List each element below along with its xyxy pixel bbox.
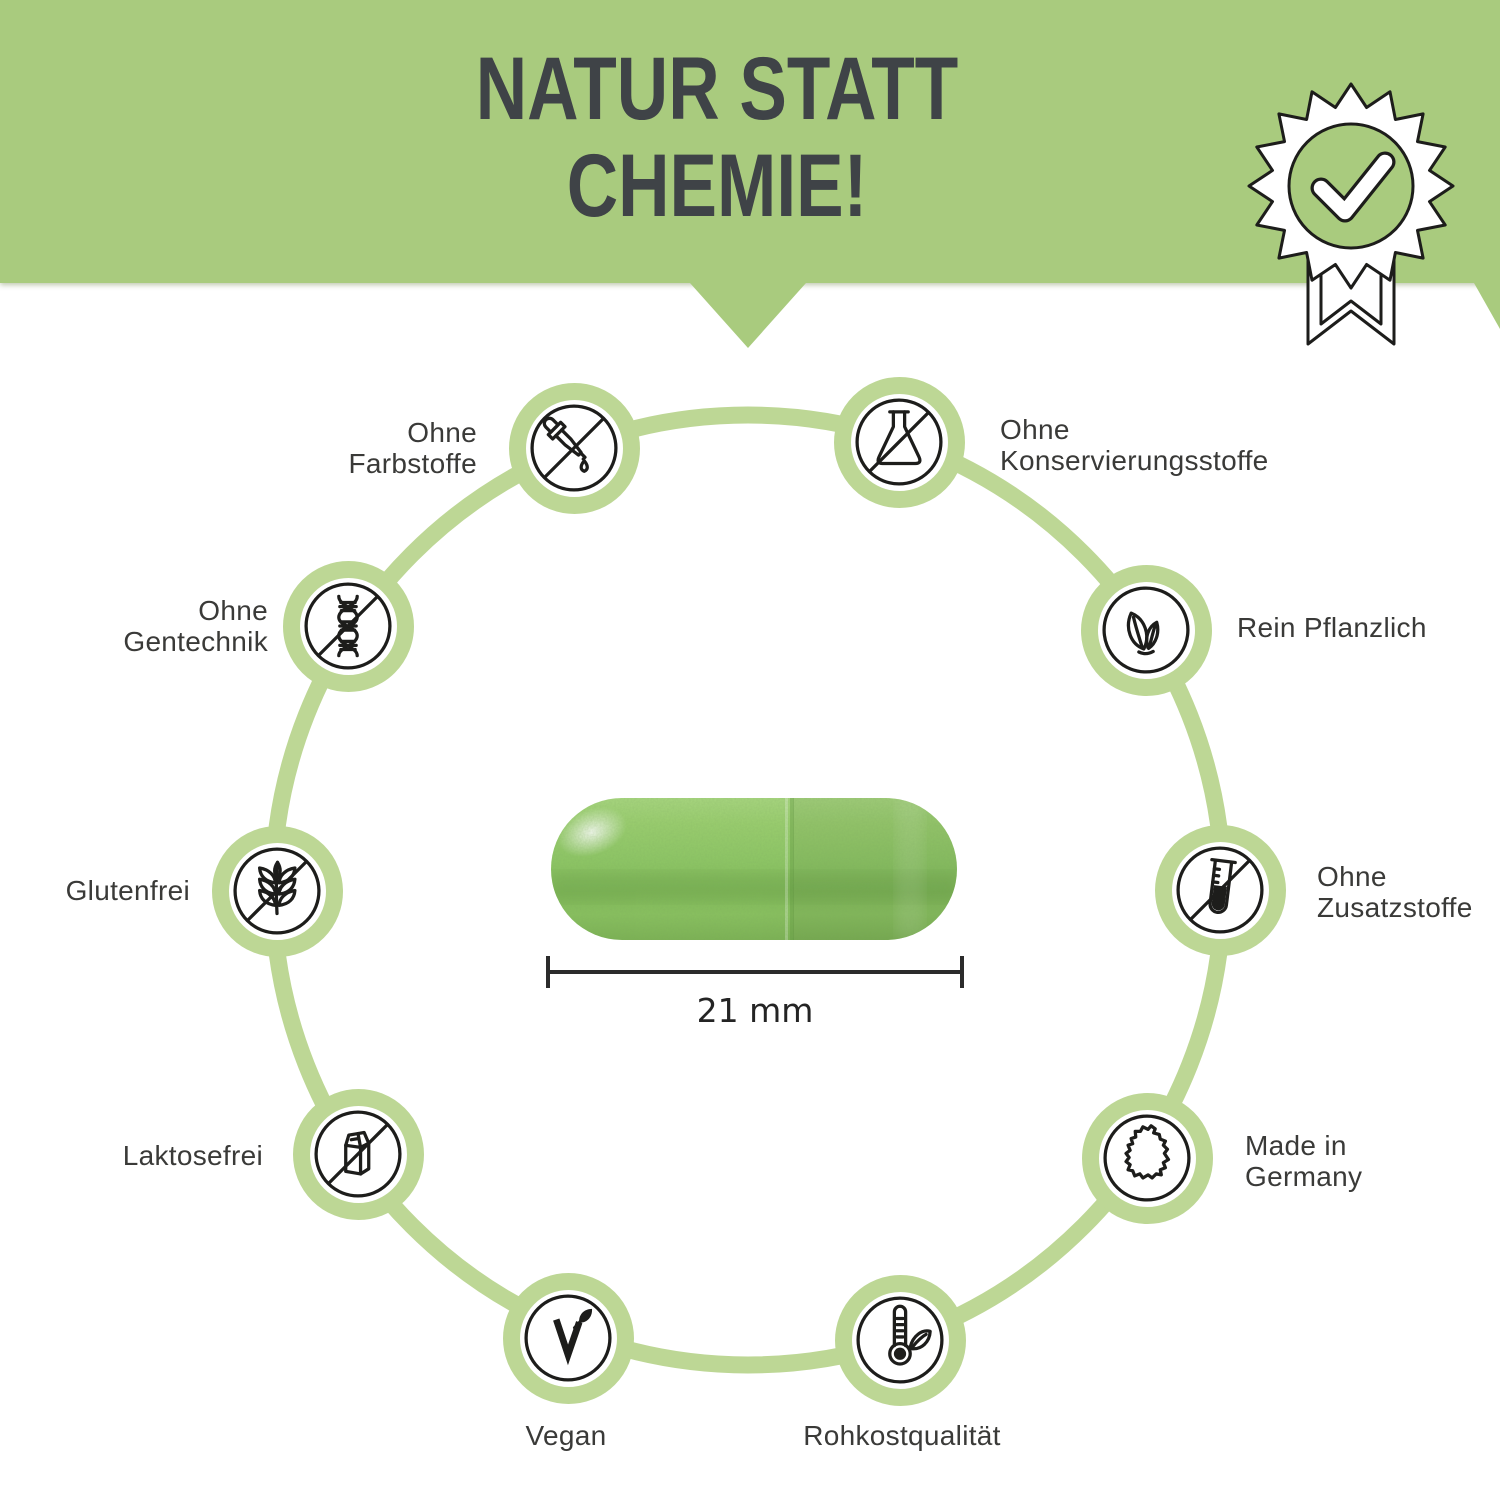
badge-label-vegan: Vegan (525, 1420, 607, 1451)
badge-laktosefrei (292, 1088, 424, 1220)
badge-ohne-gentechnik (282, 560, 414, 692)
badge-label-ohne-konservierungsstoffe: Ohne Konservierungsstoffe (1000, 414, 1269, 476)
vegan-v-leaf-icon (524, 1294, 612, 1382)
no-flask-icon (855, 398, 943, 486)
badge-made-in-germany (1081, 1092, 1213, 1224)
title-line-1: NATUR STATT (475, 38, 959, 138)
badge-rohkostqualitaet (834, 1274, 966, 1406)
badge-label-rein-pflanzlich: Rein Pflanzlich (1237, 612, 1427, 643)
title-line-2: CHEMIE! (566, 135, 868, 235)
badge-label-ohne-farbstoffe: Ohne Farbstoffe (348, 417, 477, 479)
no-test-tube-icon (1176, 846, 1264, 934)
badge-label-ohne-gentechnik: Ohne Gentechnik (123, 595, 268, 657)
badge-vegan (502, 1272, 634, 1404)
badge-label-made-in-germany: Made in Germany (1245, 1130, 1363, 1192)
badge-ohne-farbstoffe (508, 382, 640, 514)
header-band: NATUR STATT CHEMIE! (0, 0, 1500, 283)
capsule-measure-line (546, 956, 964, 988)
capsule-length-label: 21 mm (696, 991, 814, 1030)
page-title: NATUR STATT CHEMIE! (397, 40, 1037, 234)
no-milk-carton-icon (314, 1110, 402, 1198)
badge-label-ohne-zusatzstoffe: Ohne Zusatzstoffe (1317, 861, 1473, 923)
capsule-image (546, 798, 964, 988)
no-dna-icon (304, 582, 392, 670)
badge-ohne-konservierungsstoffe (833, 376, 965, 508)
badge-label-glutenfrei: Glutenfrei (65, 875, 190, 906)
badge-ohne-zusatzstoffe (1154, 824, 1286, 956)
badge-label-laktosefrei: Laktosefrei (122, 1140, 263, 1171)
badge-label-rohkostqualitaet: Rohkostqualität (803, 1420, 1001, 1451)
germany-map-icon (1103, 1114, 1191, 1202)
no-wheat-icon (233, 847, 321, 935)
badge-glutenfrei (211, 825, 343, 957)
badge-rein-pflanzlich (1080, 564, 1212, 696)
thermometer-leaf-icon (856, 1296, 944, 1384)
no-dropper-icon (530, 404, 618, 492)
leaves-icon (1102, 586, 1190, 674)
award-check-seal-icon (1247, 82, 1455, 346)
